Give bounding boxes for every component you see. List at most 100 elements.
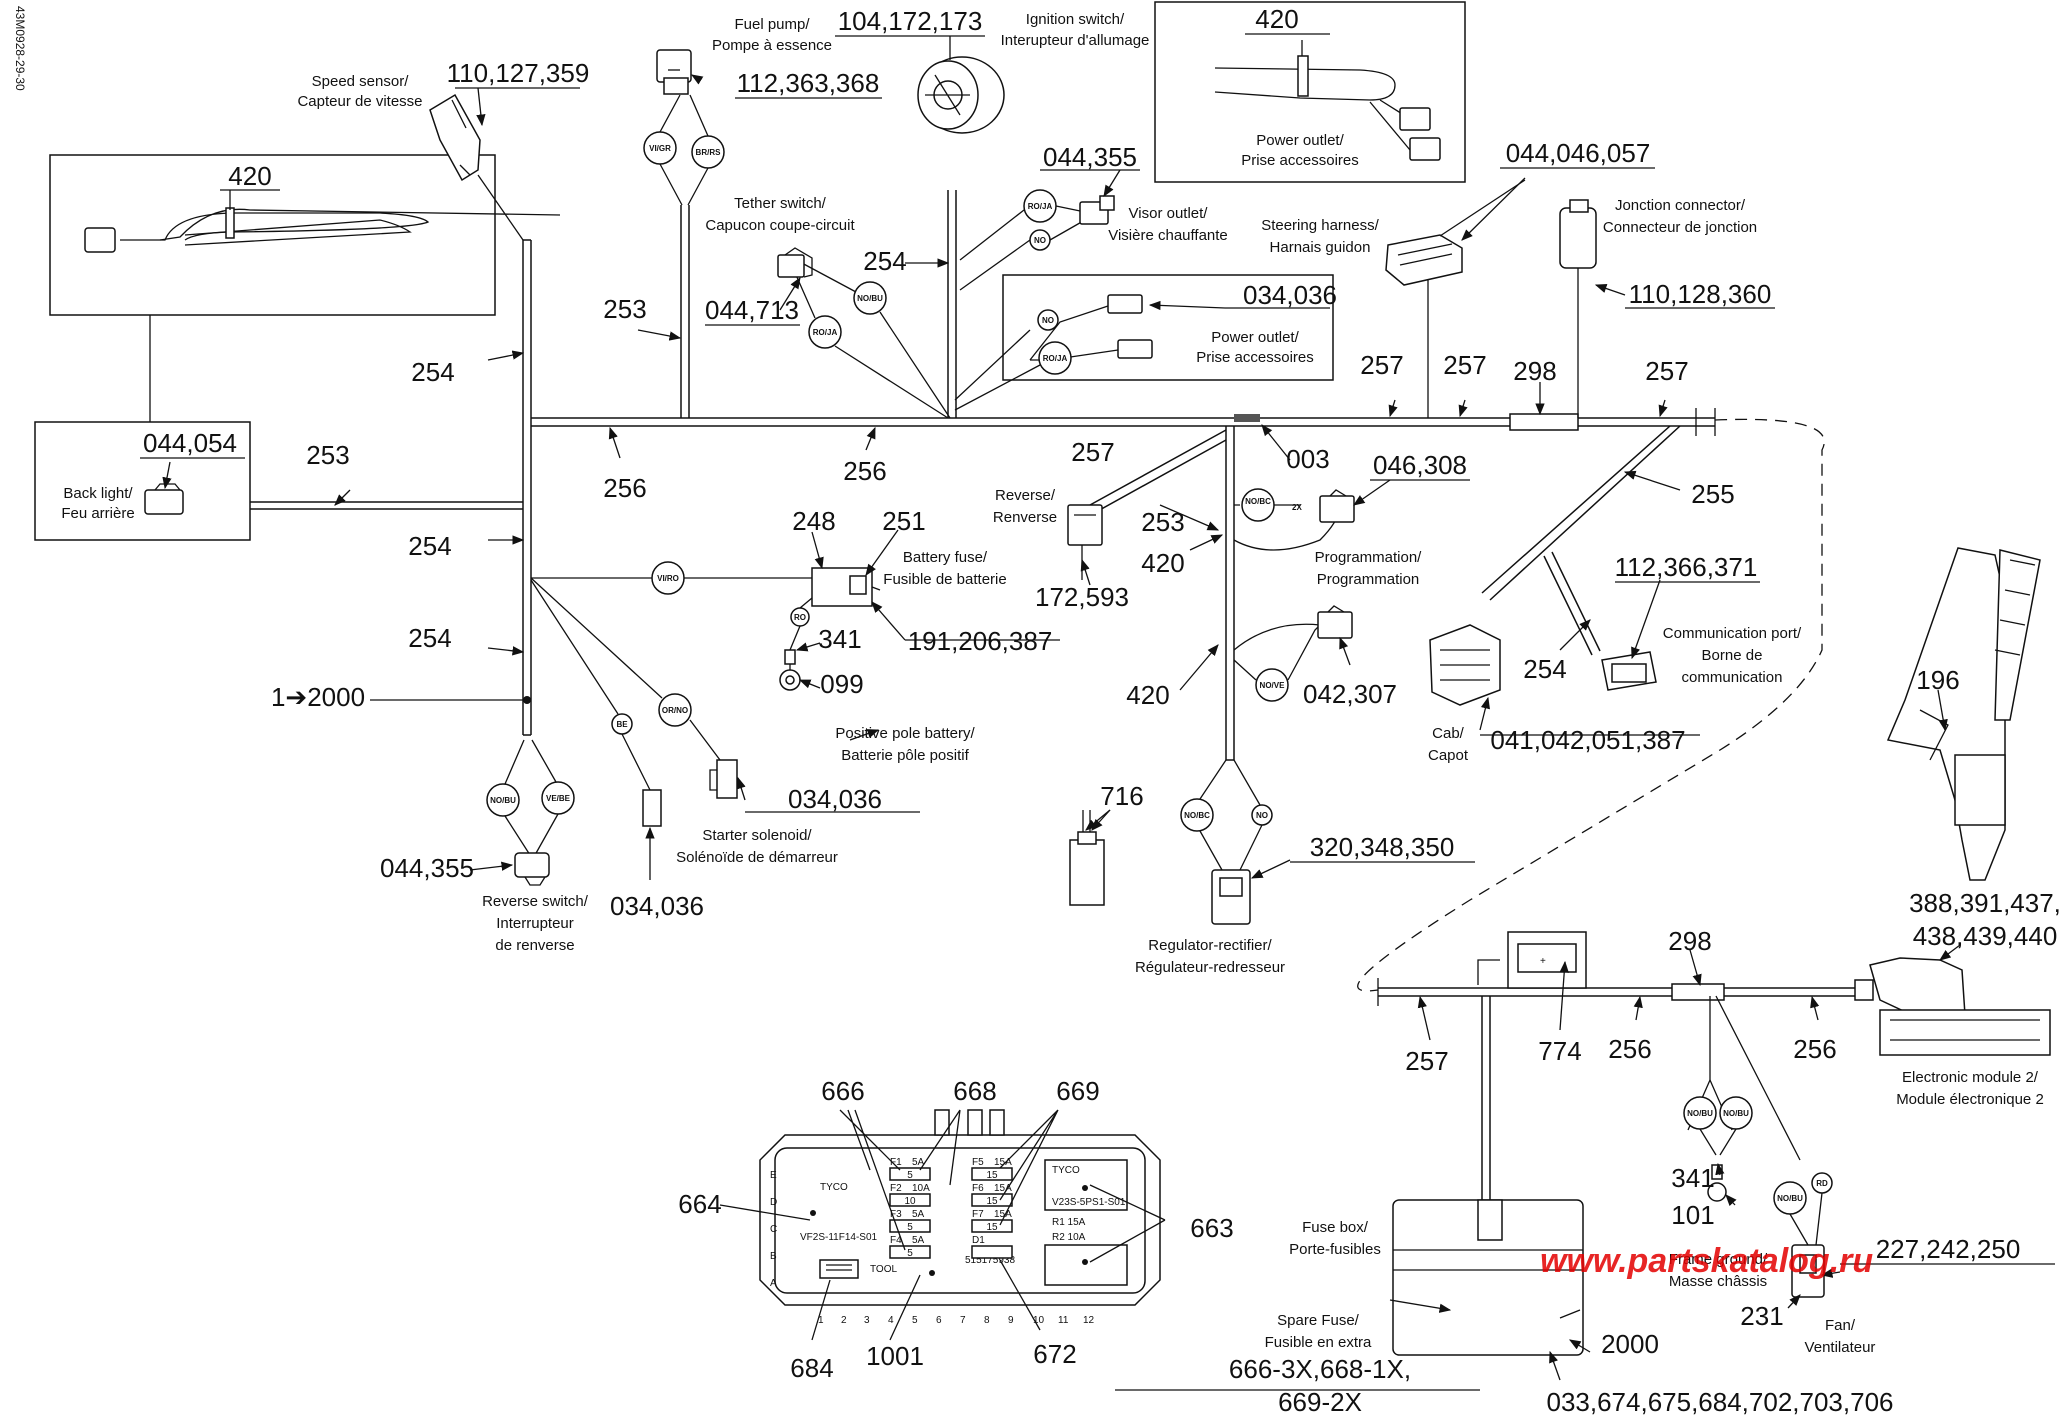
svg-text:RO/JA: RO/JA (1043, 354, 1068, 363)
svg-text:Fusible de batterie: Fusible de batterie (883, 571, 1006, 588)
terminal-connector-icon (1069, 810, 1105, 906)
svg-text:4: 4 (888, 1315, 894, 1326)
part-number: 420 (1141, 548, 1184, 578)
diagnostic-connector-icon (1319, 489, 1355, 523)
svg-text:15A: 15A (994, 1183, 1012, 1194)
svg-text:9: 9 (1008, 1315, 1014, 1326)
wire-color-circles: VI/GR BR/RS RO/JA NO NO/BU RO/JA NO RO/J… (486, 94, 1833, 1246)
part-number: 254 (408, 623, 451, 653)
svg-text:NO/BC: NO/BC (1184, 811, 1210, 820)
leader-arrows (334, 74, 1961, 1391)
part-number: 669-2X (1278, 1387, 1362, 1417)
svg-text:F7: F7 (972, 1209, 984, 1220)
part-number: 254 (863, 246, 906, 276)
svg-text:A: A (770, 1278, 777, 1289)
svg-text:15: 15 (986, 1222, 998, 1233)
part-number: 251 (882, 506, 925, 536)
svg-text:Connecteur de jonction: Connecteur de jonction (1603, 219, 1757, 236)
svg-text:+: + (1540, 956, 1546, 967)
svg-text:NO/VE: NO/VE (1260, 681, 1286, 690)
svg-text:15A: 15A (994, 1209, 1012, 1220)
svg-text:12: 12 (1083, 1315, 1095, 1326)
svg-text:11: 11 (1058, 1315, 1069, 1326)
svg-text:Reverse/: Reverse/ (995, 487, 1056, 504)
part-number: 716 (1100, 781, 1143, 811)
part-number-labels: 110,127,359 104,172,173 112,363,368 044,… (271, 6, 2061, 1417)
svg-text:5: 5 (907, 1170, 913, 1181)
fuse-box-brand: TYCO (820, 1182, 848, 1193)
svg-text:5A: 5A (912, 1235, 925, 1246)
part-number: 684 (790, 1353, 833, 1383)
starter-solenoid-connector-icon (642, 759, 738, 827)
svg-text:7: 7 (960, 1315, 966, 1326)
part-number: 1001 (866, 1341, 924, 1371)
communication-port-icon (1601, 651, 1657, 691)
jonction-connector-icon (1559, 199, 1597, 418)
part-number: 1➔2000 (271, 682, 365, 712)
visor-outlet-connector-icon (1079, 195, 1115, 225)
fuse-box-tool: TOOL (870, 1264, 897, 1275)
fuel-pump-connector-icon (656, 49, 692, 95)
svg-text:Module électronique 2: Module électronique 2 (1896, 1091, 2044, 1108)
svg-text:F1: F1 (890, 1157, 902, 1168)
svg-text:Reverse switch/: Reverse switch/ (482, 893, 589, 910)
svg-text:Jonction connector/: Jonction connector/ (1615, 197, 1746, 214)
cab-connector-icon (1429, 624, 1501, 706)
svg-text:2X: 2X (1292, 503, 1302, 512)
svg-text:Fusible en extra: Fusible en extra (1265, 1334, 1372, 1351)
svg-text:R2 10A: R2 10A (1052, 1232, 1086, 1243)
part-number: 044,355 (380, 853, 474, 883)
svg-text:F3: F3 (890, 1209, 902, 1220)
svg-text:E: E (770, 1170, 777, 1181)
svg-text:Visor outlet/: Visor outlet/ (1129, 205, 1209, 222)
part-number: 254 (411, 357, 454, 387)
part-number: 320,348,350 (1310, 832, 1455, 862)
svg-text:NO/BU: NO/BU (1777, 1194, 1803, 1203)
inset-back-light: 044,054 Back light/ Feu arrière (34, 421, 251, 541)
part-number: 257 (1645, 356, 1688, 386)
part-number: 257 (1443, 350, 1486, 380)
part-number: 046,308 (1373, 450, 1467, 480)
svg-text:NO: NO (1034, 236, 1046, 245)
inset-tie-420-top: 420 Power outlet/ Prise accessoires (1154, 1, 1466, 183)
svg-text:B: B (770, 1251, 777, 1262)
document-ref: 43M0928-29-30 (13, 6, 27, 91)
part-number: 254 (408, 531, 451, 561)
svg-text:Speed sensor/: Speed sensor/ (312, 73, 410, 90)
svg-text:Battery fuse/: Battery fuse/ (903, 549, 988, 566)
part-number: 110,128,360 (1629, 279, 1772, 309)
part-number: 196 (1916, 665, 1959, 695)
svg-text:3: 3 (864, 1315, 870, 1326)
svg-text:F5: F5 (972, 1157, 984, 1168)
part-number: 044,355 (1043, 142, 1137, 172)
fuse-columns: 1 2 3 4 5 6 7 8 9 10 11 12 (818, 1315, 1095, 1326)
svg-text:5A: 5A (912, 1209, 925, 1220)
part-number: 672 (1033, 1339, 1076, 1369)
svg-text:RO: RO (794, 613, 806, 622)
part-number: 003 (1286, 444, 1329, 474)
svg-text:D: D (770, 1197, 777, 1208)
svg-text:Pompe à essence: Pompe à essence (712, 37, 832, 54)
svg-text:BR/RS: BR/RS (696, 148, 722, 157)
back-light-label: Back light/ (63, 485, 133, 502)
part-number: 341 (1671, 1163, 1714, 1193)
svg-text:Visière chauffante: Visière chauffante (1108, 227, 1228, 244)
part-number: 420 (1126, 680, 1169, 710)
svg-text:Borne de: Borne de (1702, 647, 1763, 664)
svg-text:D1: D1 (972, 1235, 985, 1246)
svg-text:VI/GR: VI/GR (649, 144, 671, 153)
part-number: 420 (228, 161, 271, 191)
svg-text:Regulator-rectifier/: Regulator-rectifier/ (1148, 937, 1272, 954)
svg-text:VE/BE: VE/BE (546, 794, 571, 803)
part-number: 034,036 (610, 891, 704, 921)
svg-text:Interupteur d'allumage: Interupteur d'allumage (1001, 32, 1150, 49)
svg-text:Programmation: Programmation (1317, 571, 1420, 588)
svg-text:NO/BU: NO/BU (1723, 1109, 1749, 1118)
part-number: 438,439,440 (1913, 921, 2058, 951)
svg-text:2: 2 (841, 1315, 847, 1326)
component-labels: Speed sensor/ Capteur de vitesse Fuel pu… (297, 11, 2043, 1356)
power-outlet-label: Power outlet/ (1256, 132, 1344, 149)
svg-text:Batterie pôle positif: Batterie pôle positif (841, 747, 969, 764)
svg-text:Renverse: Renverse (993, 509, 1057, 526)
